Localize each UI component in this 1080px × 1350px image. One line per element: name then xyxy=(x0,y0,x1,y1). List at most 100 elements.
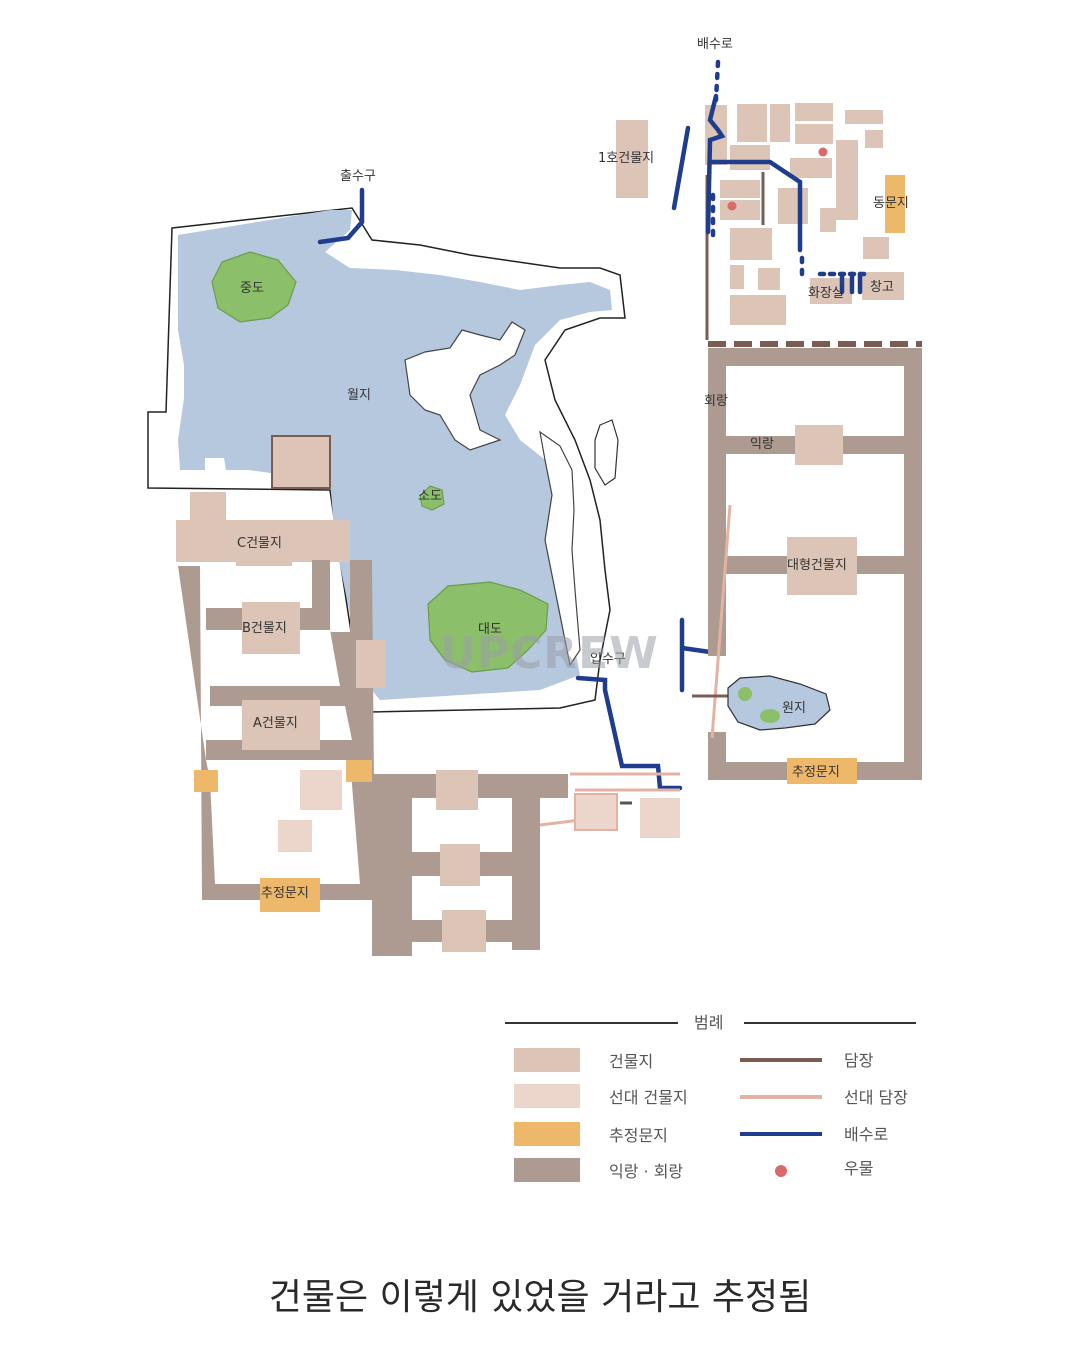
label-inlet: 입수구 xyxy=(590,652,626,667)
building-block xyxy=(790,158,832,178)
label-middle-island: 중도 xyxy=(240,281,264,296)
label-small-island: 소도 xyxy=(418,489,442,504)
prior-wall-3 xyxy=(539,818,581,827)
warehouse-building xyxy=(862,272,904,300)
small-island xyxy=(419,485,445,511)
well-2 xyxy=(727,201,737,211)
legend-swatch-gate xyxy=(514,1122,580,1146)
east-island-outline xyxy=(594,419,619,486)
label-wing-corridor: 익랑 xyxy=(750,437,774,452)
pond-inner-land-right xyxy=(539,430,581,667)
label-warehouse: 창고 xyxy=(870,280,894,295)
drain-top xyxy=(705,93,726,235)
legend-label-well: 우물 xyxy=(844,1159,873,1178)
building-block xyxy=(730,145,770,170)
prior-building-3 xyxy=(574,793,618,831)
well-1 xyxy=(818,147,828,157)
middle-island xyxy=(211,251,297,323)
map-labels: 배수로 출수구 1호건물지 동문지 화장실 창고 중도 월지 회랑 익랑 소도 … xyxy=(237,37,909,901)
building-a xyxy=(242,700,320,750)
gate-east xyxy=(787,758,857,784)
building-block xyxy=(820,208,836,232)
building-block xyxy=(758,268,780,290)
legend-label-building: 건물지 xyxy=(609,1052,653,1071)
building-block xyxy=(863,237,889,259)
label-building-1: 1호건물지 xyxy=(598,151,654,166)
label-pond: 월지 xyxy=(347,388,371,403)
prior-wall-1 xyxy=(710,504,732,739)
prior-building-4 xyxy=(640,798,680,838)
drain-west xyxy=(671,125,691,211)
building-1 xyxy=(616,120,648,198)
pond-inner-land-left xyxy=(404,321,526,451)
label-drain-top: 배수로 xyxy=(697,37,733,52)
label-large-island: 대도 xyxy=(478,622,502,637)
small-pond-island-2 xyxy=(760,709,780,723)
label-east-gate: 동문지 xyxy=(873,196,909,211)
legend-label-drain: 배수로 xyxy=(844,1125,888,1144)
drains xyxy=(317,59,873,791)
legend-swatch-corridor xyxy=(514,1158,580,1182)
legend-label-prior-wall: 선대 담장 xyxy=(844,1088,908,1107)
building-block xyxy=(730,228,772,260)
inlet-drain-h xyxy=(679,645,713,655)
legend-swatch-building xyxy=(514,1048,580,1072)
pond-water xyxy=(178,210,612,700)
east-gate xyxy=(885,175,905,233)
building-b xyxy=(242,602,300,654)
inlet-drain-main xyxy=(575,675,683,791)
small-pond xyxy=(727,675,831,731)
toilet-building xyxy=(810,278,852,304)
building-by-pond xyxy=(356,640,386,688)
drain-ne xyxy=(707,159,803,253)
building-block xyxy=(720,180,760,198)
prior-building-2 xyxy=(278,820,312,852)
building-block xyxy=(836,140,858,220)
legend-swatch-prior-building xyxy=(514,1084,580,1108)
building-block xyxy=(730,295,786,325)
ne-buildings xyxy=(616,103,905,340)
south-building-2 xyxy=(440,844,480,886)
label-small-pond: 원지 xyxy=(782,701,806,716)
legend-label-corridor: 익랑 · 회랑 xyxy=(609,1162,683,1181)
building-block xyxy=(778,188,808,224)
label-large-building: 대형건물지 xyxy=(787,558,847,573)
legend-label-gate: 추정문지 xyxy=(609,1126,668,1145)
large-island xyxy=(427,581,549,673)
site-map: 배수로 출수구 1호건물지 동문지 화장실 창고 중도 월지 회랑 익랑 소도 … xyxy=(147,37,922,1182)
building-large xyxy=(787,537,857,595)
building-block xyxy=(845,110,883,124)
legend: 범례 건물지 선대 건물지 추정문지 익랑 · 회랑 담장 선대 담장 배수로 … xyxy=(505,1013,916,1182)
legend-title: 범례 xyxy=(694,1013,723,1032)
label-outlet: 출수구 xyxy=(340,169,376,184)
label-gate-east: 추정문지 xyxy=(792,765,840,780)
building-block xyxy=(720,200,760,220)
gate-side-e xyxy=(346,760,372,782)
prior-building-1 xyxy=(300,770,342,810)
building-block xyxy=(730,265,744,289)
small-pond-island-1 xyxy=(738,687,752,701)
corridor-left xyxy=(708,348,726,656)
corridor-inner-fill-3 xyxy=(206,574,306,604)
label-corridor: 회랑 xyxy=(704,394,728,409)
building-block xyxy=(865,130,883,148)
building-block xyxy=(737,104,767,142)
outlet-drain xyxy=(317,187,365,245)
south-building-1 xyxy=(436,770,478,810)
label-gate-west: 추정문지 xyxy=(261,886,309,901)
south-building-3 xyxy=(442,910,486,952)
label-building-b: B건물지 xyxy=(242,621,287,636)
legend-label-prior-building: 선대 건물지 xyxy=(609,1088,688,1107)
label-building-a: A건물지 xyxy=(253,716,298,731)
gate-west xyxy=(260,878,320,912)
legend-dot-well xyxy=(775,1165,787,1177)
label-toilet: 화장실 xyxy=(808,286,844,301)
building-nw xyxy=(271,435,331,489)
building-wing xyxy=(795,425,843,465)
building-block xyxy=(795,124,833,144)
gate-side-w xyxy=(194,770,218,792)
west-compound xyxy=(176,435,386,912)
building-block xyxy=(795,103,833,121)
building-block xyxy=(770,104,790,142)
label-building-c: C건물지 xyxy=(237,536,282,551)
